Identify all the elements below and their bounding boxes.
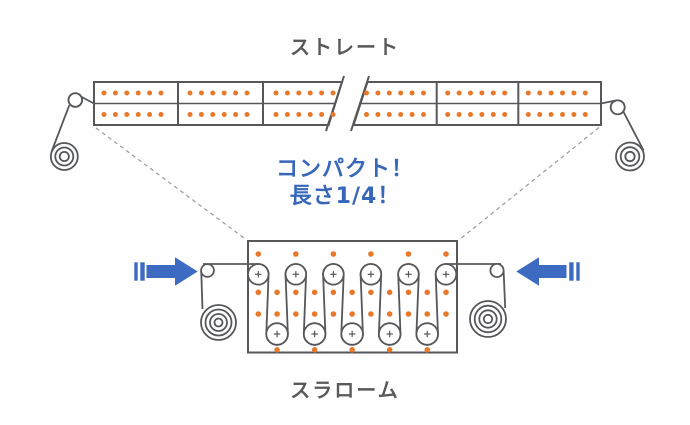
- slalom-rollers: [247, 263, 458, 346]
- feed-roll-right: [600, 99, 645, 172]
- arrow-right-icon: [134, 257, 198, 286]
- break-slash-right: [350, 75, 370, 132]
- material-coil-top-right: [615, 141, 645, 172]
- straight-conveyor-dots: [101, 90, 588, 117]
- slalom-title: スラローム: [290, 378, 400, 402]
- straight-conveyor: [49, 75, 645, 172]
- straight-conveyor-body: [93, 75, 602, 132]
- flow-arrows: [134, 257, 580, 286]
- feed-roll-bottom-left: [200, 263, 237, 341]
- callout-line1: コンパクト！: [275, 157, 414, 182]
- material-coil-top-left: [49, 142, 79, 171]
- compact-callout: コンパクト！ 長さ1/4！: [0, 156, 690, 210]
- feed-roll-left: [49, 92, 95, 171]
- callout-line2: 長さ1/4！: [289, 184, 401, 209]
- slalom-dots: [255, 251, 449, 353]
- slalom-unit: [203, 240, 501, 354]
- material-coil-bottom-right: [469, 300, 507, 338]
- material-coil-bottom-left: [200, 304, 237, 341]
- break-slash-left: [325, 75, 345, 132]
- straight-title: ストレート: [290, 35, 400, 59]
- arrow-left-icon: [516, 257, 580, 286]
- projection-dashed-lines: [95, 127, 600, 240]
- feed-roll-bottom-right: [469, 262, 507, 338]
